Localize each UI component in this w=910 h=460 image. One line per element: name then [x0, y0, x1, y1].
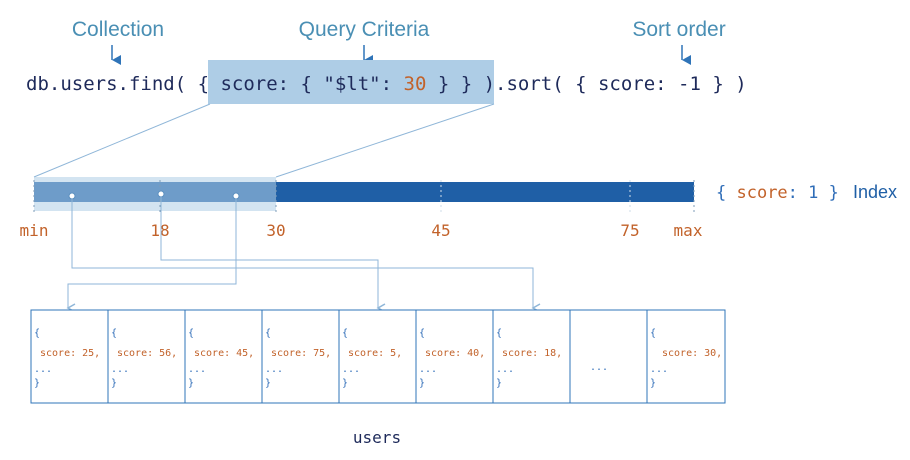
- index-entry-pointer-5: [232, 192, 240, 200]
- pointer-line-to-score-25: [66, 199, 237, 313]
- tick-label-min: min: [20, 221, 49, 240]
- query-prefix: db.users.find(: [26, 73, 186, 95]
- document-ellipsis: ...: [496, 364, 514, 375]
- document-ellipsis-box: ...: [569, 309, 648, 404]
- tick-label-45: 45: [431, 221, 450, 240]
- query-criteria-close: } }: [426, 73, 472, 95]
- projection-line-left: [33, 103, 211, 178]
- document-row: { score: 25, ... } { score: 56, ... } { …: [30, 309, 726, 404]
- document-open-brace: {: [34, 328, 40, 339]
- document: { score: 30, ... }: [646, 309, 726, 404]
- pointer-line-to-score-5: [160, 197, 386, 313]
- document: { score: 25, ... }: [30, 309, 109, 404]
- document-close-brace: }: [111, 378, 117, 389]
- document-score: score: 40,: [425, 348, 485, 359]
- tick-label-18: 18: [150, 221, 169, 240]
- document: { score: 5, ... }: [338, 309, 417, 404]
- document-close-brace: }: [650, 378, 656, 389]
- query-criteria-label: Query Criteria: [299, 18, 430, 41]
- document-score: score: 56,: [117, 348, 177, 359]
- query-sort: ).sort( { score: -1 } ): [472, 73, 747, 95]
- document: { score: 75, ... }: [261, 309, 340, 404]
- document-ellipsis: ...: [34, 364, 52, 375]
- document-open-brace: {: [111, 328, 117, 339]
- document-ellipsis: ...: [111, 364, 129, 375]
- index-spec-field: score: [736, 183, 787, 203]
- document-open-brace: {: [650, 328, 656, 339]
- projection-line-right: [275, 103, 495, 178]
- document: { score: 45, ... }: [184, 309, 263, 404]
- pointer-line-to-score-18: [71, 199, 541, 313]
- tick-label-30: 30: [266, 221, 285, 240]
- document-close-brace: }: [34, 378, 40, 389]
- collection-name: users: [353, 428, 401, 447]
- document-score: score: 18,: [502, 348, 562, 359]
- tick-label-max: max: [674, 221, 703, 240]
- document-ellipsis: ...: [650, 364, 668, 375]
- document-close-brace: }: [419, 378, 425, 389]
- document-score: score: 75,: [271, 348, 331, 359]
- index-spec-open: {: [716, 183, 736, 203]
- query-statement: db.users.find( { score: { "$lt": 30 } } …: [26, 73, 747, 95]
- document-ellipsis: ...: [419, 364, 437, 375]
- document-close-brace: }: [188, 378, 194, 389]
- document-close-brace: }: [265, 378, 271, 389]
- document-open-brace: {: [188, 328, 194, 339]
- document-score: score: 25,: [40, 348, 100, 359]
- index-entry-pointer-25: [157, 190, 165, 198]
- query-criteria-highlight: [208, 60, 494, 104]
- query-criteria-value: 30: [404, 73, 427, 95]
- document: { score: 40, ... }: [415, 309, 494, 404]
- document-score: score: 30,: [662, 348, 722, 359]
- collection-label: Collection: [72, 18, 164, 41]
- document: { score: 18, ... }: [492, 309, 571, 404]
- document-ellipsis: ...: [342, 364, 360, 375]
- document-open-brace: {: [265, 328, 271, 339]
- index-spec: { score: 1 }: [716, 183, 839, 203]
- tick-label-75: 75: [620, 221, 639, 240]
- document-ellipsis: ...: [188, 364, 206, 375]
- document-close-brace: }: [496, 378, 502, 389]
- query-criteria-open: { score: { "$lt":: [186, 73, 403, 95]
- document: { score: 56, ... }: [107, 309, 186, 404]
- document-open-brace: {: [419, 328, 425, 339]
- document-score: score: 45,: [194, 348, 254, 359]
- more-documents-ellipsis: ...: [590, 362, 608, 373]
- index-word: Index: [853, 182, 897, 202]
- index-entry-pointer-18: [68, 192, 76, 200]
- document-close-brace: }: [342, 378, 348, 389]
- sort-order-label: Sort order: [632, 18, 725, 41]
- document-score: score: 5,: [348, 348, 402, 359]
- document-open-brace: {: [496, 328, 502, 339]
- index-spec-rest: : 1 }: [788, 183, 839, 203]
- document-ellipsis: ...: [265, 364, 283, 375]
- document-open-brace: {: [342, 328, 348, 339]
